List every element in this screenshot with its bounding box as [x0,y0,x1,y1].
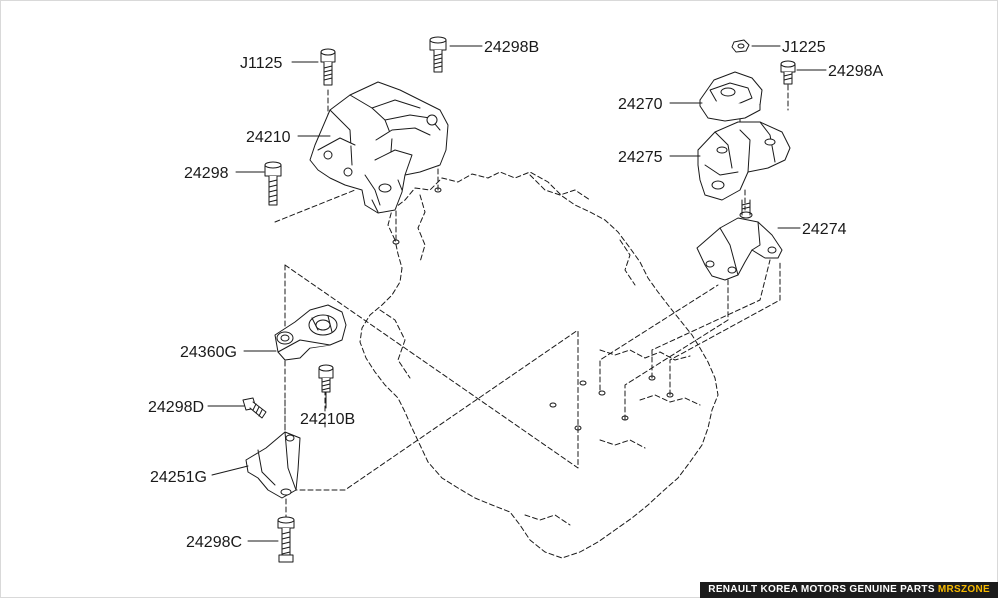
assembly-leader-lines [274,84,789,521]
label-24298a: 24298A [828,63,883,80]
bolt-24298d [242,397,267,419]
label-j1225: J1225 [782,39,826,56]
footer-brand: MRSZONE [937,584,990,595]
part-24275-bracket [697,121,791,201]
label-leader-lines [207,45,827,542]
bolt-24298b [429,36,447,73]
label-24298c: 24298C [186,534,242,551]
label-24210: 24210 [246,129,291,146]
label-j1125: J1125 [240,55,283,72]
label-24298b: 24298B [484,39,539,56]
bolt-j1125 [320,48,336,86]
part-24270-insulator [699,71,763,122]
label-24274: 24274 [802,221,847,238]
bolt-24298a [780,60,796,85]
part-24360g-torque-rod [274,304,347,361]
label-24298: 24298 [184,165,229,182]
part-number-labels: J1125 24298B 24210 24298 J1225 24298A 24… [148,39,883,551]
engine-block-outline [359,171,719,559]
bolt-24298c [277,516,295,563]
label-24251g: 24251G [150,469,207,486]
label-24298d: 24298D [148,399,204,416]
mount-holes [392,187,674,431]
part-24251g-lower-bracket [245,431,301,499]
nut-j1225 [731,39,750,53]
label-24270: 24270 [618,96,663,113]
bolt-24298 [264,161,282,206]
part-24210-mount-bracket [309,81,449,214]
footer-banner: RENAULT KOREA MOTORS GENUINE PARTS MRSZO… [700,582,998,598]
label-24275: 24275 [618,149,663,166]
footer-text: RENAULT KOREA MOTORS GENUINE PARTS [708,584,938,595]
label-24360g: 24360G [180,344,237,361]
bolt-24210b [318,364,334,393]
label-24210b: 24210B [300,411,355,428]
part-24274-mount [696,199,783,281]
